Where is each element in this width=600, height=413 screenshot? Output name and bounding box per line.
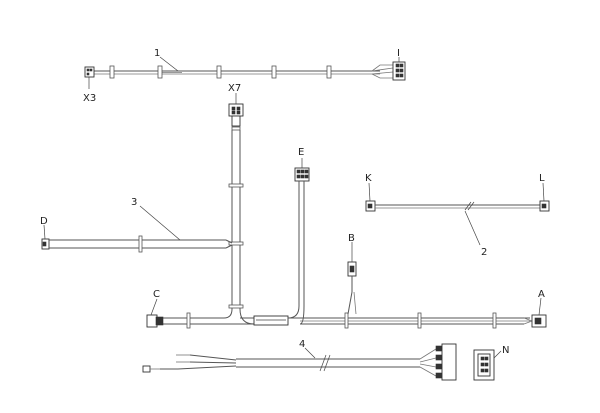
clip: [109, 65, 115, 79]
label-harness-3: 3: [131, 197, 137, 208]
clip: [228, 304, 244, 309]
label-b: B: [348, 233, 355, 244]
connector-x3: [84, 66, 95, 78]
connector-i: [392, 61, 406, 81]
connector-boot: [231, 115, 241, 127]
connector-a: [531, 314, 547, 328]
connector-c: [146, 314, 164, 328]
clip: [228, 183, 244, 188]
clip: [216, 65, 222, 79]
clip: [492, 312, 497, 329]
clip: [138, 235, 143, 253]
label-i: I: [397, 48, 400, 59]
harness-3-main-trunk: [146, 103, 547, 329]
label-harness-2: 2: [481, 247, 487, 258]
harness-2: [365, 200, 550, 212]
clip: [344, 312, 349, 329]
connector-x7: [228, 103, 244, 117]
plug-housing: [441, 343, 457, 381]
label-x3: X3: [83, 93, 96, 104]
harness-4: [142, 343, 495, 381]
label-harness-4: 4: [299, 339, 305, 350]
branch-b: [347, 261, 357, 315]
harness-1: [84, 61, 406, 81]
sleeve: [253, 315, 289, 326]
label-e: E: [298, 147, 304, 158]
branch-d: [41, 235, 233, 253]
connector-l: [539, 200, 550, 212]
clip: [326, 65, 332, 79]
connector-n: [473, 349, 495, 381]
label-harness-1: 1: [154, 48, 160, 59]
clip: [186, 312, 191, 329]
terminal: [142, 365, 151, 373]
connector-k: [365, 200, 376, 212]
label-k: K: [365, 173, 372, 184]
clip: [231, 126, 241, 131]
label-l: L: [539, 173, 545, 184]
label-n: N: [502, 345, 509, 356]
clip: [228, 241, 244, 246]
connector-d: [41, 238, 50, 250]
branch-e: [287, 167, 310, 325]
label-x7: X7: [228, 83, 241, 94]
label-d: D: [40, 216, 48, 227]
clip: [157, 65, 163, 79]
clip: [271, 65, 277, 79]
label-a: A: [538, 289, 545, 300]
label-c: C: [153, 289, 160, 300]
leader-lines: [43, 56, 545, 359]
clip: [417, 312, 422, 329]
